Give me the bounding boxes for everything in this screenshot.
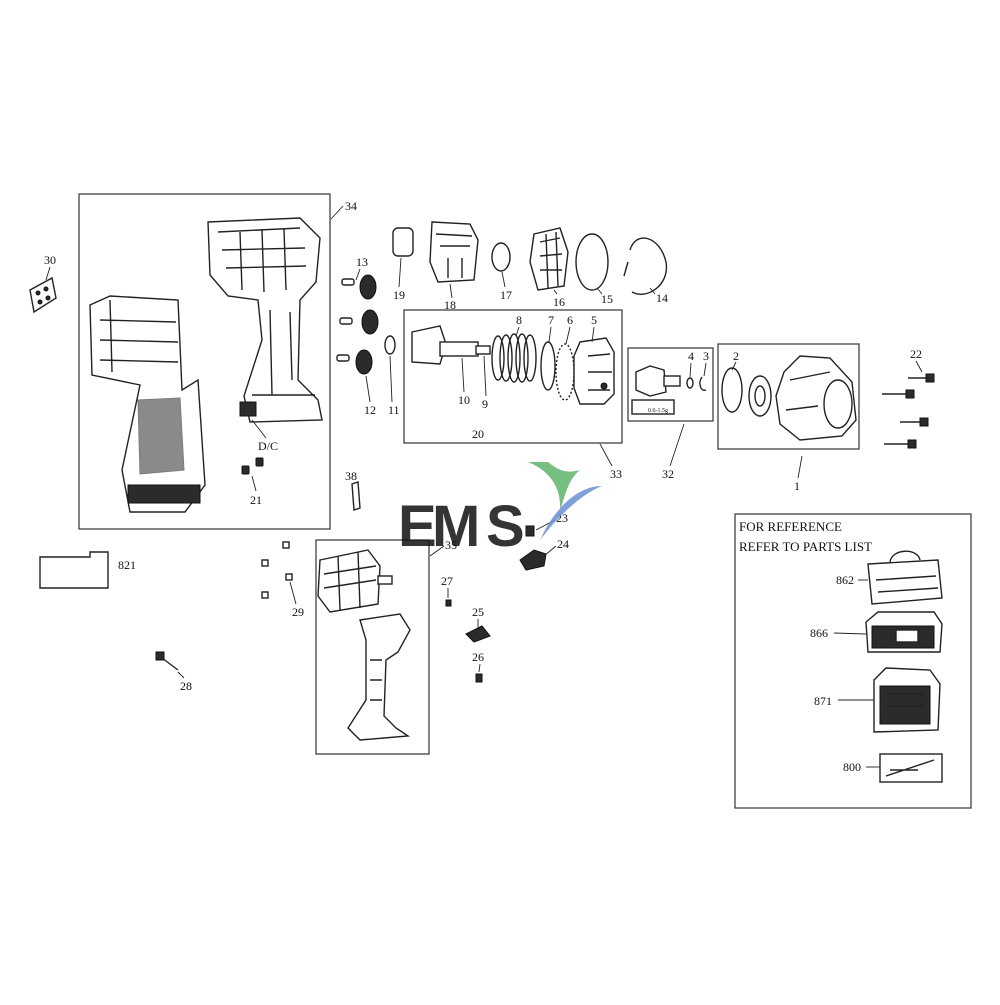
- callout-27: 27: [441, 574, 453, 588]
- part-switch: [347, 613, 411, 741]
- part-13-pins: [336, 278, 355, 362]
- callout-35: 35: [445, 538, 457, 552]
- part-38: [351, 481, 361, 511]
- callout-21: 21: [250, 493, 262, 507]
- part-866-battery: [865, 611, 943, 653]
- callout-871: 871: [814, 694, 832, 708]
- callout-10: 10: [458, 393, 470, 407]
- motor-assembly-box: [315, 539, 430, 755]
- part-motor: [317, 549, 393, 613]
- part-29: [261, 541, 293, 599]
- callout-38: 38: [345, 469, 357, 483]
- grease-tube: [631, 399, 675, 415]
- reference-panel: [734, 513, 972, 809]
- watermark-letter-e: E: [398, 494, 437, 559]
- part-871-battery: [873, 667, 941, 733]
- callout-28: 28: [180, 679, 192, 693]
- part-23: [525, 525, 535, 537]
- housing-right-half: [207, 217, 323, 423]
- callout-32: 32: [662, 467, 674, 481]
- callout-29: 29: [292, 605, 304, 619]
- watermark-letter-s: S: [486, 494, 525, 559]
- watermark-swoosh-green: [528, 462, 580, 512]
- callout-13: 13: [356, 255, 368, 269]
- part-862-bag: [867, 550, 943, 605]
- part-17: [491, 242, 511, 272]
- callout-1: 1: [794, 479, 800, 493]
- callout-5: 5: [591, 313, 597, 327]
- callout-24: 24: [557, 537, 569, 551]
- watermark-letter-m: M: [432, 494, 480, 559]
- housing-assembly-box: [78, 193, 331, 530]
- part-27: [445, 599, 452, 607]
- part-4: [686, 377, 694, 389]
- part-21: [241, 457, 264, 475]
- callout-14: 14: [656, 291, 668, 305]
- grease-label: 0.6-1.5g: [648, 408, 668, 414]
- callout-8: 8: [516, 313, 522, 327]
- part-18: [429, 221, 479, 283]
- nose-assembly-box: [717, 343, 860, 450]
- part-14: [623, 237, 668, 295]
- callout-800: 800: [843, 760, 861, 774]
- part-5-hammer: [573, 337, 615, 405]
- callout-6: 6: [567, 313, 573, 327]
- part-26: [475, 673, 483, 683]
- anvil-assembly-box: [627, 347, 714, 422]
- callout-18: 18: [444, 298, 456, 312]
- callout-16: 16: [553, 295, 565, 309]
- callout-2: 2: [733, 349, 739, 363]
- part-15: [575, 233, 609, 291]
- housing-left-half: [89, 295, 206, 513]
- part-2: [721, 367, 743, 413]
- callout-4: 4: [688, 349, 694, 363]
- part-16: [529, 227, 569, 291]
- part-6-bearing-race: [555, 343, 575, 401]
- callout-20: 20: [472, 427, 484, 441]
- part-22-screws: [882, 373, 935, 449]
- callout-17: 17: [500, 288, 512, 302]
- callout-19: 19: [393, 288, 405, 302]
- watermark-swoosh-blue: [540, 486, 602, 540]
- callout-dc: D/C: [258, 439, 278, 453]
- callout-866: 866: [810, 626, 828, 640]
- part-10-spindle: [411, 325, 491, 365]
- part-19: [392, 227, 414, 257]
- callout-862: 862: [836, 573, 854, 587]
- part-30: [29, 276, 57, 314]
- callout-11: 11: [388, 403, 400, 417]
- ems-watermark: E M S: [398, 462, 602, 559]
- callout-34: 34: [345, 199, 357, 213]
- callout-33: 33: [610, 467, 622, 481]
- part-28: [155, 651, 179, 671]
- callout-26: 26: [472, 650, 484, 664]
- callout-7: 7: [548, 313, 554, 327]
- callout-15: 15: [601, 292, 613, 306]
- reference-line-2: REFER TO PARTS LIST: [739, 539, 872, 554]
- part-12-gears: [355, 274, 379, 375]
- part-8-spring: [491, 333, 537, 383]
- part-nose-housing: [775, 355, 857, 441]
- callout-30: 30: [44, 253, 56, 267]
- reference-line-1: FOR REFERENCE: [739, 519, 842, 534]
- part-800-manual: [879, 753, 943, 783]
- callout-821: 821: [118, 558, 136, 572]
- part-11-washer: [384, 335, 396, 355]
- callout-3: 3: [703, 349, 709, 363]
- part-25: [465, 625, 491, 643]
- part-anvil: [635, 365, 681, 397]
- callout-12: 12: [364, 403, 376, 417]
- part-bushing: [748, 375, 772, 417]
- part-3: [699, 376, 707, 391]
- callout-25: 25: [472, 605, 484, 619]
- callout-22: 22: [910, 347, 922, 361]
- callout-9: 9: [482, 397, 488, 411]
- part-7: [540, 341, 556, 391]
- hammer-assembly-box: [403, 309, 623, 444]
- part-24: [519, 549, 547, 571]
- part-821: [39, 551, 109, 589]
